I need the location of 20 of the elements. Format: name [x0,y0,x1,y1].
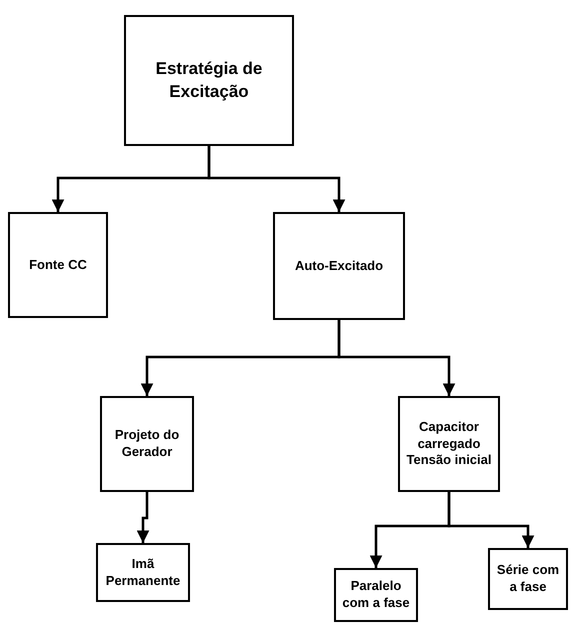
arrow [208,146,346,212]
arrow [338,320,456,396]
box-label: Imã Permanente [104,556,182,590]
box-label: Estratégia de Excitação [154,58,264,102]
process-box [488,548,568,610]
process-box [100,396,194,492]
box-label: Série com a fase [496,562,560,596]
arrow [448,492,534,548]
process-box [8,212,108,318]
box-label: Paralelo com a fase [341,578,411,612]
box-label: Projeto do Gerador [114,427,180,461]
process-box [398,396,500,492]
box-label: Capacitor carregado Tensão inicial [405,418,492,470]
box-label: Auto-Excitado [294,258,384,274]
process-box [334,568,418,622]
arrow [136,492,150,543]
process-box [124,15,294,146]
process-box [96,543,190,602]
box-label: Fonte CC [29,256,87,274]
process-box [273,212,405,320]
